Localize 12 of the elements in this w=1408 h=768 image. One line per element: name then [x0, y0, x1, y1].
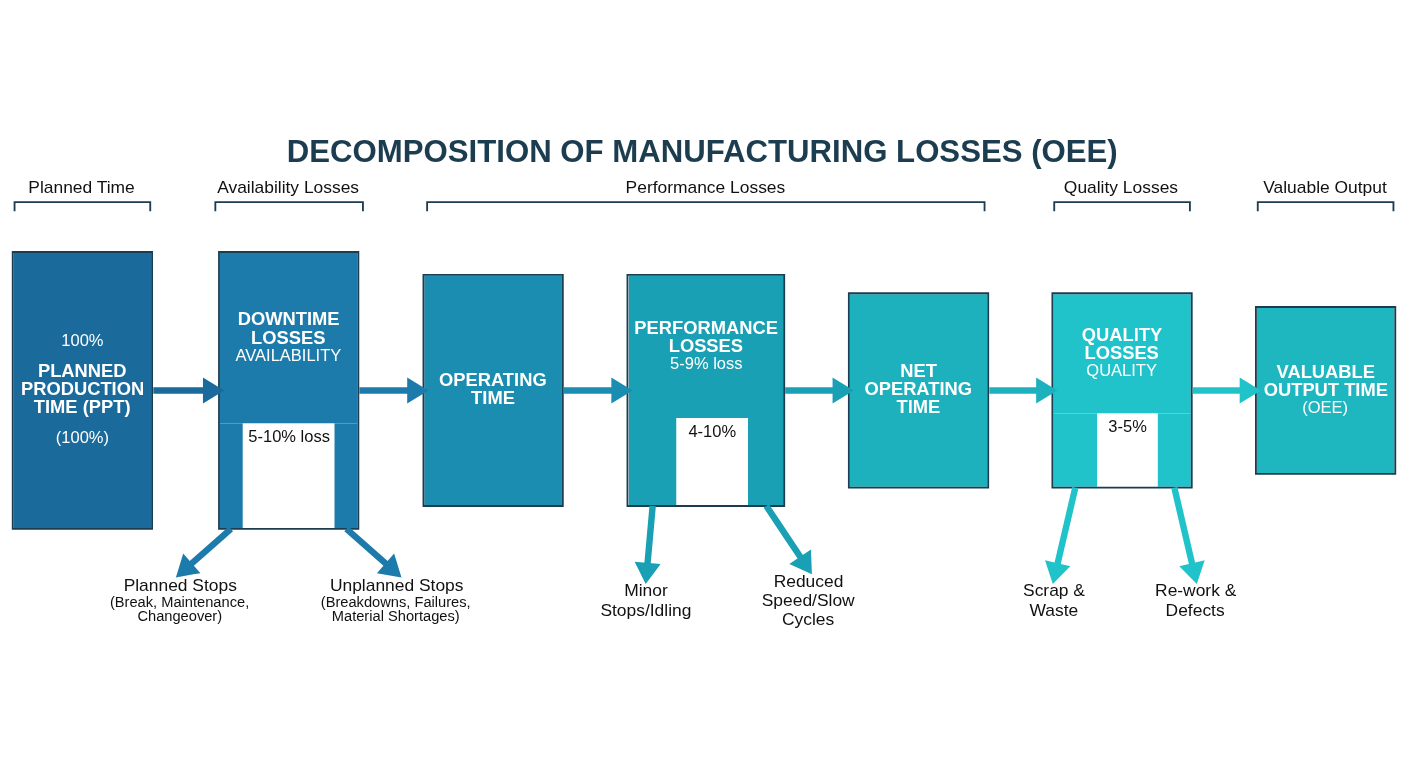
node-text: Re-work & Defects: [1155, 579, 1237, 620]
node-text: Reduced Speed/Slow Cycles: [761, 570, 855, 629]
label: Quality Losses: [1063, 176, 1179, 197]
label: Availability Losses: [217, 176, 360, 197]
node-text: Minor Stops/Idling: [600, 579, 692, 620]
label: Performance Losses: [625, 176, 786, 197]
label: Valuable Output: [1263, 176, 1387, 197]
node-text: Unplanned Stops (Breakdowns, Failures, Material Shortages): [320, 574, 471, 624]
diagram-title: DECOMPOSITION OF MANUFACTURING LOSSES (OEE): [286, 133, 1118, 169]
label: Planned Time: [28, 176, 135, 197]
node-text: Scrap & Waste: [1023, 579, 1085, 620]
node-text: Planned Stops (Break, Maintenance, Changeover): [109, 574, 250, 624]
